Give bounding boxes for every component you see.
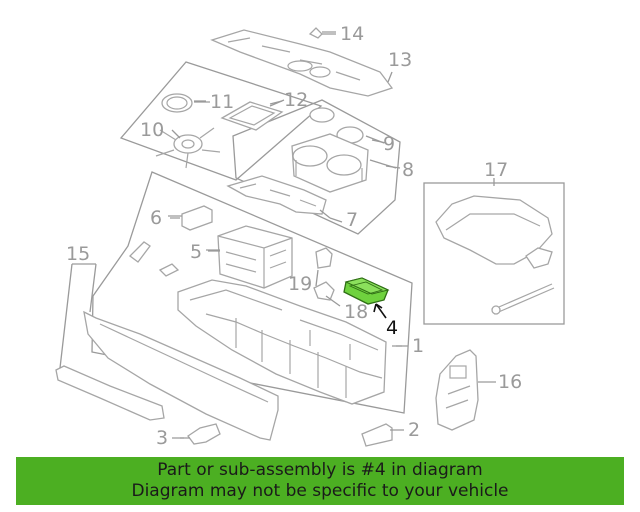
- part-1-console-body: [177, 279, 387, 405]
- callout-2: 2: [408, 419, 420, 441]
- banner-line-1: Part or sub-assembly is #4 in diagram: [157, 460, 483, 480]
- part-19-bracket: [315, 247, 333, 269]
- part-13-top-trim: [210, 29, 394, 97]
- part-3-clip: [187, 423, 221, 445]
- part-17-armrest: [435, 195, 555, 315]
- callout-10: 10: [140, 119, 164, 141]
- part-12-pad: [220, 101, 284, 131]
- part-18-bracket: [313, 281, 335, 301]
- callout-3: 3: [156, 427, 168, 449]
- callout-16: 16: [498, 371, 522, 393]
- clip-mid: [158, 263, 180, 277]
- part-14-clip: [308, 27, 323, 39]
- callout-18: 18: [344, 301, 368, 323]
- part-6-block: [181, 205, 213, 231]
- callout-7: 7: [346, 209, 358, 231]
- group-frame-main: [91, 171, 413, 414]
- clip-left: [129, 241, 151, 263]
- callout-12: 12: [284, 89, 308, 111]
- callout-14: 14: [340, 23, 364, 45]
- info-banner: Part or sub-assembly is #4 in diagram Di…: [16, 457, 624, 505]
- callout-15: 15: [66, 243, 90, 265]
- part-5-bin: [217, 225, 293, 289]
- parts-diagram: 14 13 11 12 10 9 8 17 7 6 5 15 19 18 4 1…: [55, 23, 565, 449]
- leader-lines: [59, 33, 495, 439]
- group-frame-8: [232, 99, 401, 235]
- callout-8: 8: [402, 159, 414, 181]
- callout-17: 17: [484, 159, 508, 181]
- banner-line-2: Diagram may not be specific to your vehi…: [131, 481, 509, 501]
- callout-4: 4: [386, 317, 398, 339]
- part-9-ring: [309, 107, 335, 123]
- callout-13: 13: [388, 49, 412, 71]
- part-2-bracket: [361, 423, 393, 447]
- callout-1: 1: [412, 335, 424, 357]
- part-8-cupholder: [291, 133, 369, 193]
- leader-4-arrow: [373, 303, 387, 319]
- part-7-bracket: [226, 175, 327, 215]
- callout-19: 19: [288, 273, 312, 295]
- part-4-highlighted: [343, 277, 390, 305]
- callout-9: 9: [383, 133, 395, 155]
- callout-6: 6: [150, 207, 162, 229]
- callout-5: 5: [190, 241, 202, 263]
- part-16-panel: [435, 349, 479, 431]
- group-frame-10-12: [119, 61, 323, 181]
- part-15-side-panels: [55, 310, 279, 441]
- part-10-insert: [155, 127, 221, 169]
- callout-11: 11: [210, 91, 234, 113]
